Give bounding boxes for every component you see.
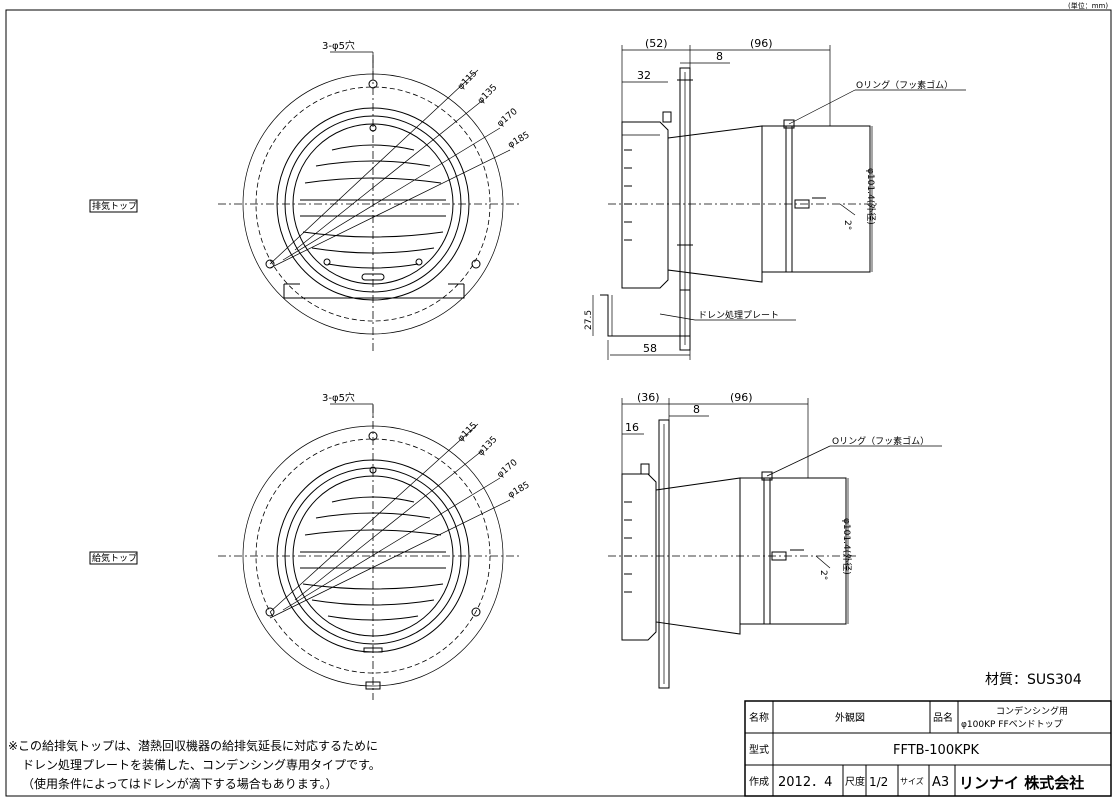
d185-label-top: φ185: [507, 130, 532, 150]
tb-product-line1: コンデンシング用: [996, 705, 1068, 717]
diameter-label-bottom: φ101.4(外径): [841, 518, 853, 575]
d185-label-bottom: φ185: [507, 480, 532, 500]
front-view-supply: [218, 403, 522, 700]
supply-label-box: [89, 551, 138, 565]
tb-name-value: 外観図: [835, 711, 865, 724]
diameter-label-top: φ101.4(外径): [865, 168, 877, 225]
front-view-exhaust: [218, 51, 522, 352]
exhaust-label: 排気トップ: [92, 200, 137, 212]
title-block: [744, 700, 1112, 797]
dim-52: (52): [645, 37, 668, 50]
note-line-1: ※この給排気トップは、潜熱回収機器の給排気延長に対応するために: [8, 738, 378, 753]
unit-label: (単位：mm): [1068, 1, 1108, 10]
d115-label-bottom: φ115: [456, 421, 479, 444]
tb-scale-header: 尺度: [845, 775, 865, 788]
tb-product-header: 品名: [933, 711, 953, 724]
dim-36: (36): [637, 391, 660, 404]
d135-label-top: φ135: [476, 83, 499, 106]
tb-product-line2: φ100KP FFベンドトップ: [961, 719, 1063, 730]
dim-27-5: 27.5: [584, 310, 594, 330]
tb-made-header: 作成: [749, 776, 769, 788]
angle-label-bottom: 2°: [818, 570, 828, 580]
tb-name-header: 名称: [749, 711, 769, 724]
d170-label-top: φ170: [496, 107, 520, 130]
holes-label-top: 3-φ5穴: [322, 39, 355, 52]
o-ring-label-bottom: Oリング（フッ素ゴム）: [832, 435, 929, 447]
exhaust-label-box: [89, 199, 138, 213]
dim-58: 58: [643, 342, 657, 355]
note-line-3: （使用条件によってはドレンが滴下する場合もあります。）: [22, 776, 338, 791]
tb-size-value: A3: [932, 775, 949, 790]
supply-label: 給気トップ: [92, 552, 137, 564]
dim-16: 16: [625, 421, 639, 434]
holes-label-bottom: 3-φ5穴: [322, 391, 355, 404]
tb-made-value: 2012．4: [778, 775, 832, 790]
side-view-exhaust: [592, 45, 966, 360]
tb-size-header: サイズ: [900, 776, 924, 786]
d135-label-bottom: φ135: [476, 435, 499, 458]
tb-scale-value: 1/2: [869, 775, 888, 789]
dim-96-bottom: (96): [730, 391, 753, 404]
material-label: 材質：SUS304: [985, 672, 1082, 688]
drain-plate-label: ドレン処理プレート: [698, 309, 779, 321]
tb-model-value: FFTB-100KPK: [893, 743, 979, 758]
dim-32: 32: [637, 69, 651, 82]
dim-8-top: 8: [716, 50, 723, 63]
dim-8-bottom: 8: [693, 403, 700, 416]
o-ring-label-top: Oリング（フッ素ゴム）: [856, 79, 953, 91]
tb-model-header: 型式: [749, 743, 769, 756]
drawing-frame: [5, 9, 1112, 797]
note-line-2: ドレン処理プレートを装備した、コンデンシング専用タイプです。: [22, 757, 381, 772]
side-view-supply: [608, 398, 942, 689]
d170-label-bottom: φ170: [496, 458, 520, 481]
dim-96-top: (96): [750, 37, 773, 50]
tb-company: リンナイ 株式会社: [959, 774, 1084, 792]
angle-label-top: 2°: [842, 220, 852, 230]
